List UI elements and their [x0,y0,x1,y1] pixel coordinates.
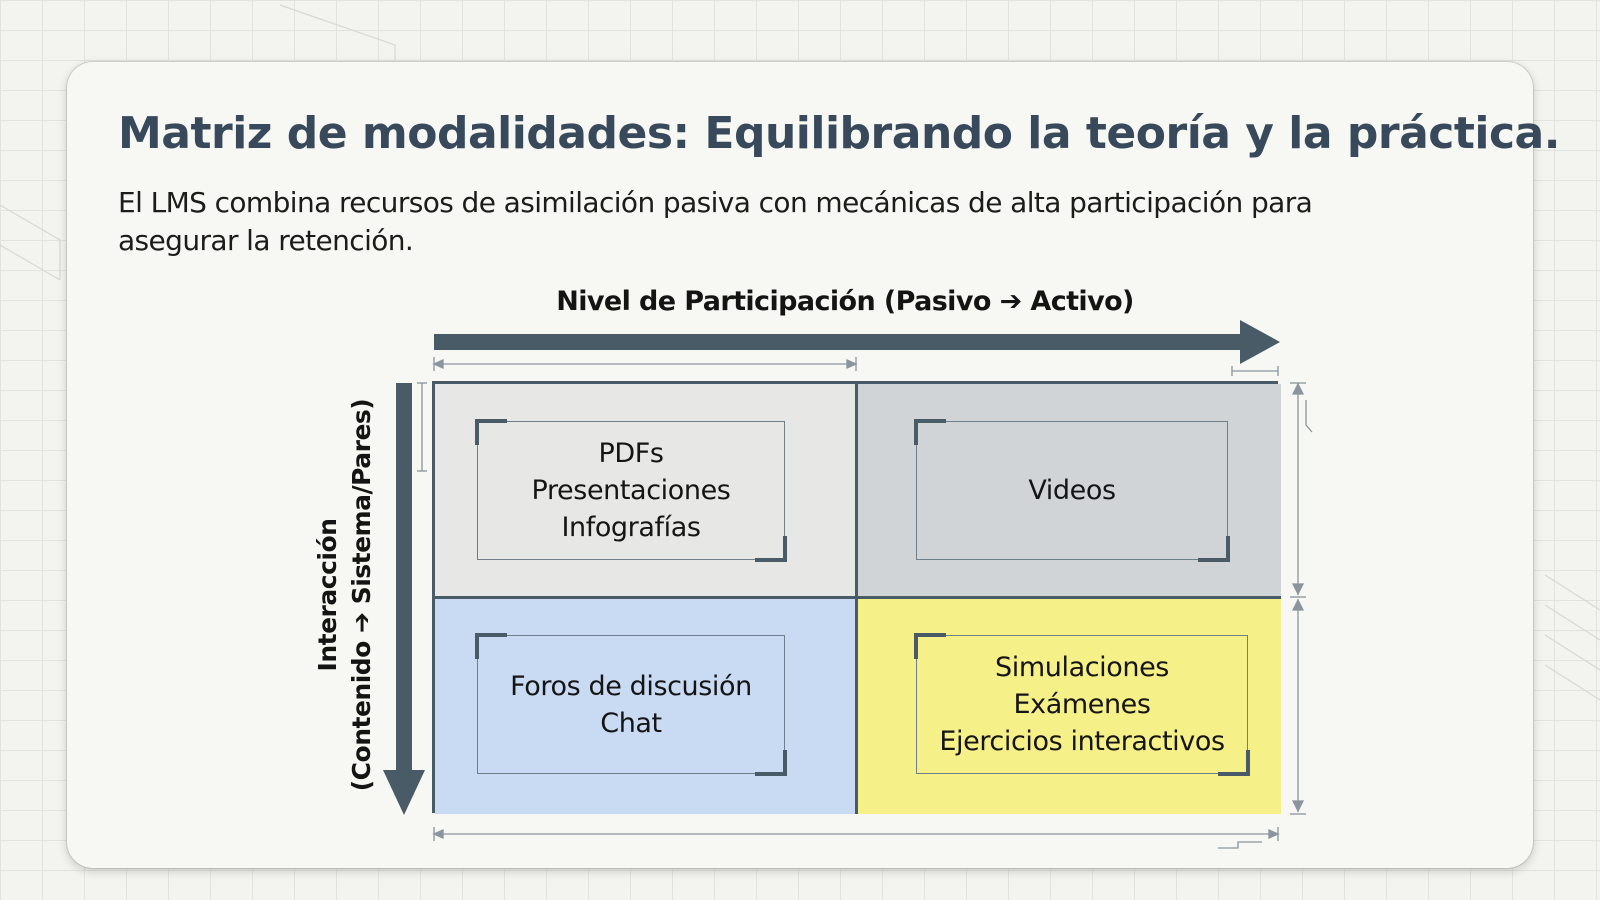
quadrant-item: Foros de discusión [510,670,752,702]
quadrant-top-left: PDFs Presentaciones Infografías [435,384,858,599]
quadrant-bottom-left: Foros de discusión Chat [435,599,858,814]
quadrant-content-box: Simulaciones Exámenes Ejercicios interac… [914,633,1250,776]
quadrant-item: Infografías [561,512,701,543]
modality-matrix: PDFs Presentaciones Infografías Videos F… [432,381,1281,814]
quadrant-bottom-right: Simulaciones Exámenes Ejercicios interac… [858,599,1281,814]
quadrant-top-right: Videos [858,384,1281,599]
y-axis-label: Interacción (Contenido ➔ Sistema/Pares) [310,380,380,810]
quadrant-content-box: Videos [914,419,1230,562]
slide-title: Matriz de modalidades: Equilibrando la t… [118,108,1560,159]
quadrant-item: Simulaciones [995,652,1169,683]
quadrant-content-box: Foros de discusión Chat [475,633,787,776]
quadrant-content-box: PDFs Presentaciones Infografías [475,419,787,562]
quadrant-item: PDFs [598,438,664,469]
x-axis-label: Nivel de Participación (Pasivo ➔ Activo) [556,286,1134,317]
y-axis-label-line1: Interacción [313,518,342,672]
slide-subtitle: El LMS combina recursos de asimilación p… [118,186,1313,257]
quadrant-item: Exámenes [1013,689,1151,720]
quadrant-item: Presentaciones [531,475,731,506]
quadrant-item: Chat [600,707,662,739]
y-axis-label-line2: (Contenido ➔ Sistema/Pares) [347,398,376,792]
quadrant-item: Videos [1028,475,1116,506]
quadrant-item: Ejercicios interactivos [939,726,1225,757]
